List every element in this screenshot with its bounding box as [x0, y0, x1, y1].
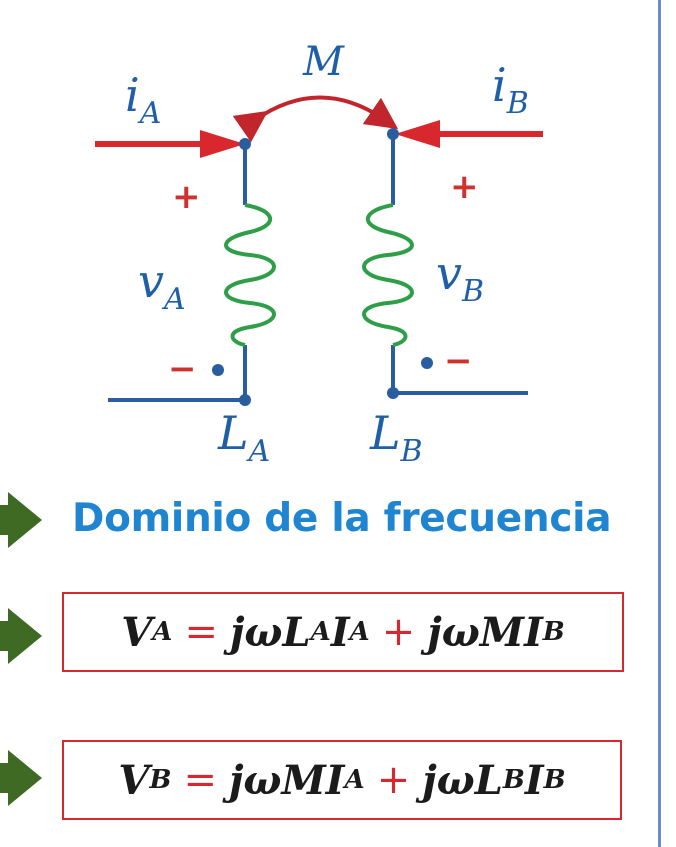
minus-sign-b: −: [444, 341, 473, 381]
bullet-arrow-icon: [0, 608, 42, 664]
terminal-b-top: [387, 128, 399, 140]
terminal-a-top: [239, 138, 251, 150]
plus-sign-a: +: [172, 177, 201, 217]
current-b-label: iB: [492, 58, 529, 121]
voltage-a-label: vA: [138, 254, 186, 317]
coil-b: [362, 203, 414, 347]
inductor-a-label: LA: [218, 406, 271, 469]
current-a-label: iA: [125, 68, 162, 131]
section-heading: Dominio de la frecuencia: [72, 496, 612, 541]
mutual-coupling-arrow: [232, 95, 399, 143]
coil-a: [224, 203, 276, 347]
plus-sign-b: +: [450, 167, 479, 207]
minus-sign-a: −: [168, 349, 197, 389]
current-b-arrow-head: [395, 120, 440, 148]
bullet-arrow-icon: [0, 492, 42, 548]
right-divider-line: [658, 0, 661, 847]
mutual-label: M: [303, 39, 344, 85]
terminal-a-bottom: [239, 394, 251, 406]
polarity-dot-a: [212, 364, 224, 376]
polarity-dot-b: [421, 357, 433, 369]
coupled-inductors-diagram: [95, 95, 543, 406]
inductor-b-label: LB: [370, 406, 423, 469]
bullet-arrow-icon: [0, 750, 42, 806]
voltage-b-label: vB: [436, 246, 485, 309]
terminal-b-bottom: [387, 387, 399, 399]
current-a-arrow-head: [200, 130, 245, 158]
